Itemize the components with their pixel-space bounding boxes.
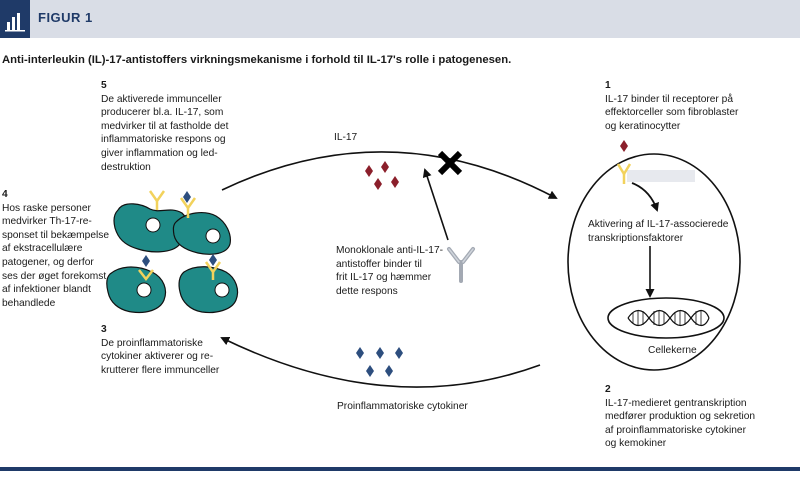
immune-cell-3 (106, 255, 167, 314)
step-1-number: 1 (605, 80, 611, 91)
bottom-rule (0, 467, 800, 471)
step-3-number: 3 (101, 324, 107, 335)
figure-subtitle: Anti-interleukin (IL)-17-antistoffers vi… (2, 54, 512, 66)
dna-icon (627, 309, 710, 327)
step-4-text: 4 Hos raske personer medvirker Th-17-re-… (2, 189, 110, 309)
step-2-text: 2 IL-17-medieret gentranskription medfør… (605, 384, 756, 450)
arrow-antibody (422, 168, 449, 241)
figure-title: FIGUR 1 (38, 10, 93, 25)
figure-header (0, 0, 800, 38)
step-5-text: 5 De aktiverede immunceller producerer b… (101, 80, 229, 173)
activation-label: Aktivering af IL-17-associerede transkri… (588, 219, 729, 244)
step-2-number: 2 (605, 384, 611, 395)
step-4-number: 4 (2, 189, 8, 200)
step-5-number: 5 (101, 80, 107, 91)
immune-cell-4 (178, 254, 239, 314)
block-x-icon (437, 150, 463, 176)
receptor-icon (616, 140, 632, 184)
arc-lower (220, 337, 541, 388)
cytokine-molecules (356, 347, 403, 377)
immune-cell-1 (113, 190, 188, 253)
antibody-label: Monoklonale anti-IL-17- antistoffer bind… (336, 245, 444, 297)
chart-icon (0, 0, 30, 38)
nucleus-label: Cellekerne (648, 345, 697, 356)
receptor-shadow (627, 170, 695, 182)
nucleus (607, 297, 725, 339)
arrow-signal (631, 182, 659, 212)
immune-cell-2 (172, 191, 231, 255)
step-3-text: 3 De proinflammatoriske cytokiner aktive… (101, 324, 220, 376)
step-1-text: 1 IL-17 binder til receptorer på effekto… (605, 80, 739, 132)
antibody-icon (447, 247, 475, 283)
il17-molecules (365, 161, 399, 190)
il17-label: IL-17 (334, 132, 358, 143)
cytokines-label: Proinflammatoriske cytokiner (337, 401, 468, 412)
arc-upper (221, 151, 558, 199)
